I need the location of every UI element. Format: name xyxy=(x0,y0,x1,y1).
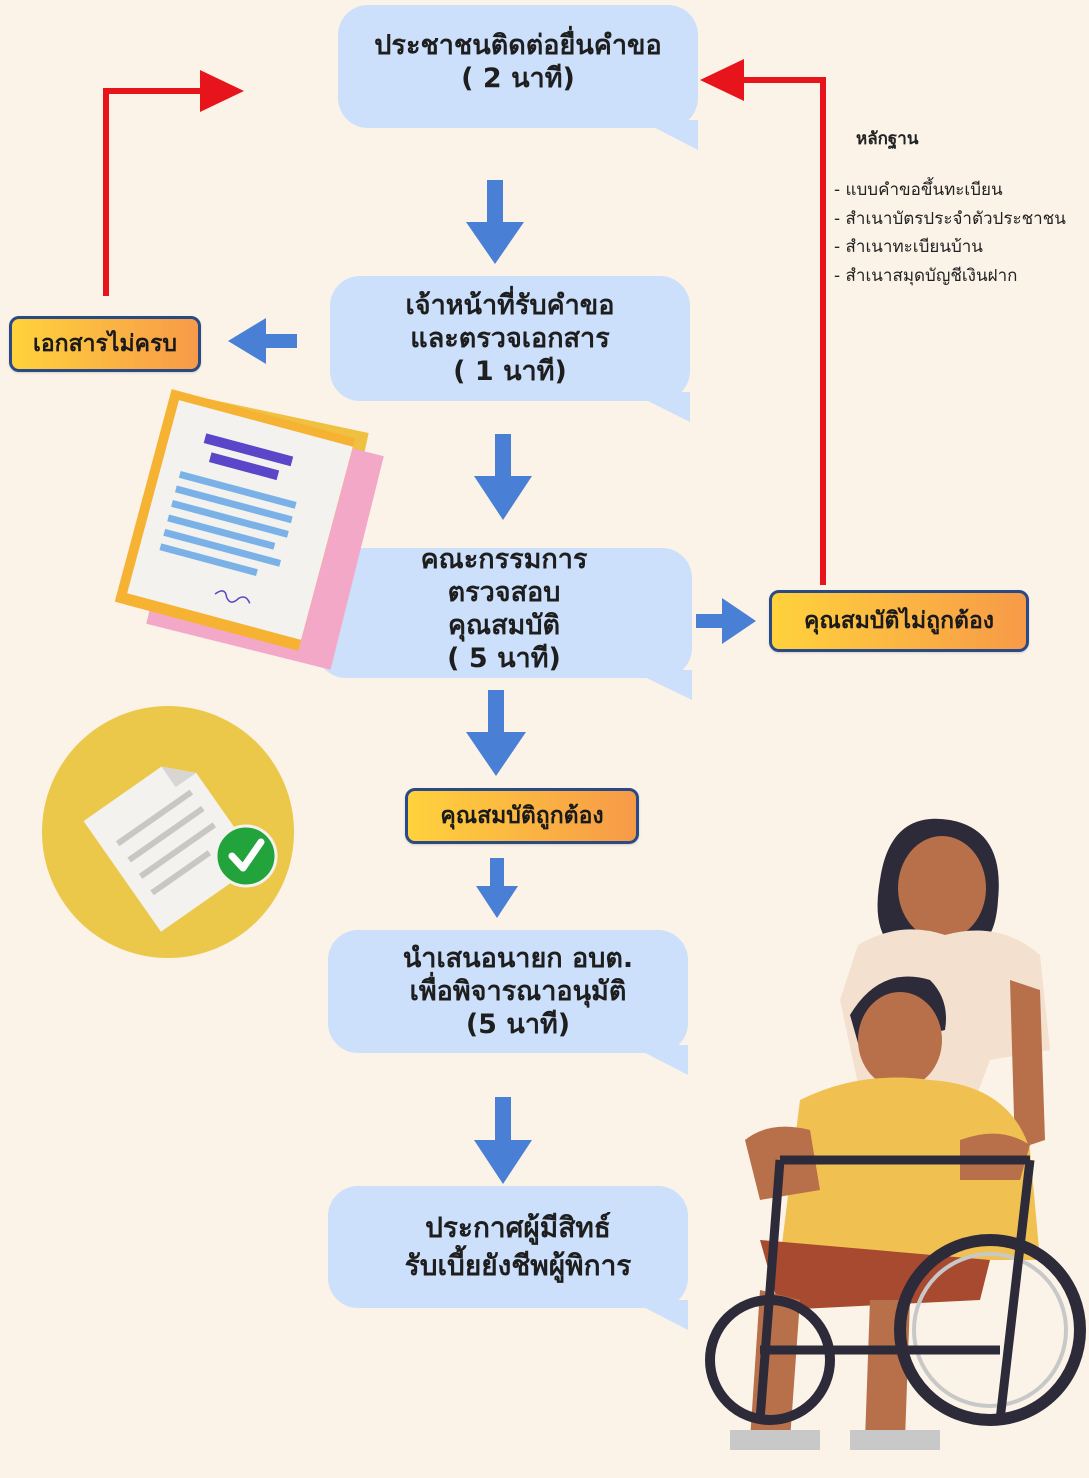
not-qualified-tag: คุณสมบัติไม่ถูกต้อง xyxy=(769,590,1029,652)
arrow-down-2 xyxy=(474,434,532,520)
arrow-down-1 xyxy=(466,180,524,264)
step-3-line-2: ตรวจสอบ xyxy=(447,577,561,608)
step-bubble-4 xyxy=(328,930,688,1075)
arrow-right-not-qualified xyxy=(696,598,756,644)
step-2-line-3: ( 1 นาที) xyxy=(453,356,567,387)
step-4-line-3: (5 นาที) xyxy=(465,1009,571,1040)
approved-document-icon xyxy=(42,706,294,958)
step-bubble-5 xyxy=(328,1186,688,1330)
step-bubble-1 xyxy=(338,5,698,150)
step-5-line-1: ประกาศผู้มีสิทธ์ xyxy=(425,1211,611,1244)
step-2-line-1: เจ้าหน้าที่รับคำขอ xyxy=(405,290,615,321)
arrow-down-5 xyxy=(474,1097,532,1184)
incomplete-docs-tag: เอกสารไม่ครบ xyxy=(9,316,201,372)
step-bubble-3 xyxy=(316,548,692,700)
arrow-down-4 xyxy=(476,858,518,918)
arrow-down-3 xyxy=(466,690,526,776)
return-arrow-left xyxy=(103,88,206,296)
step-bubble-2 xyxy=(330,276,690,422)
step-4-line-2: เพื่อพิจารณาอนุมัติ xyxy=(409,976,627,1007)
evidence-item: - สำเนาสมุดบัญชีเงินฝาก xyxy=(834,265,1018,286)
step-1-line-1: ประชาชนติดต่อยื่นคำขอ xyxy=(374,29,662,61)
evidence-item: - สำเนาบัตรประจำตัวประชาชน xyxy=(834,208,1066,229)
qualified-tag: คุณสมบัติถูกต้อง xyxy=(405,788,639,844)
evidence-item: - สำเนาทะเบียนบ้าน xyxy=(834,237,983,257)
step-3-line-4: ( 5 นาที) xyxy=(447,643,561,674)
step-3-line-1: คณะกรรมการ xyxy=(420,544,588,575)
step-3-line-3: คุณสมบัติ xyxy=(447,610,561,641)
arrow-left-incomplete xyxy=(228,318,297,364)
step-2-line-2: และตรวจเอกสาร xyxy=(410,323,610,354)
step-4-text: นำเสนอนายก อบต. เพื่อพิจารณาอนุมัติ (5 น… xyxy=(318,930,718,1053)
step-4-line-1: นำเสนอนายก อบต. xyxy=(402,943,634,974)
step-2-text: เจ้าหน้าที่รับคำขอ และตรวจเอกสาร ( 1 นาท… xyxy=(330,276,690,401)
step-5-line-2: รับเบี้ยยังชีพผู้พิการ xyxy=(404,1249,632,1282)
step-5-text: ประกาศผู้มีสิทธ์ รับเบี้ยยังชีพผู้พิการ xyxy=(318,1186,718,1308)
evidence-title: หลักฐาน xyxy=(856,129,919,149)
evidence-item: - แบบคำขอขึ้นทะเบียน xyxy=(834,180,1003,200)
evidence-list: - แบบคำขอขึ้นทะเบียน - สำเนาบัตรประจำตัว… xyxy=(834,176,1066,290)
step-1-line-2: ( 2 นาที) xyxy=(461,62,575,94)
document-illustration xyxy=(114,389,384,670)
step-1-text: ประชาชนติดต่อยื่นคำขอ ( 2 นาที) xyxy=(338,5,698,128)
step-3-text: คณะกรรมการ ตรวจสอบ คุณสมบัติ ( 5 นาที) xyxy=(316,540,692,678)
return-arrow-right xyxy=(738,77,826,585)
wheelchair-illustration xyxy=(705,818,1086,1450)
